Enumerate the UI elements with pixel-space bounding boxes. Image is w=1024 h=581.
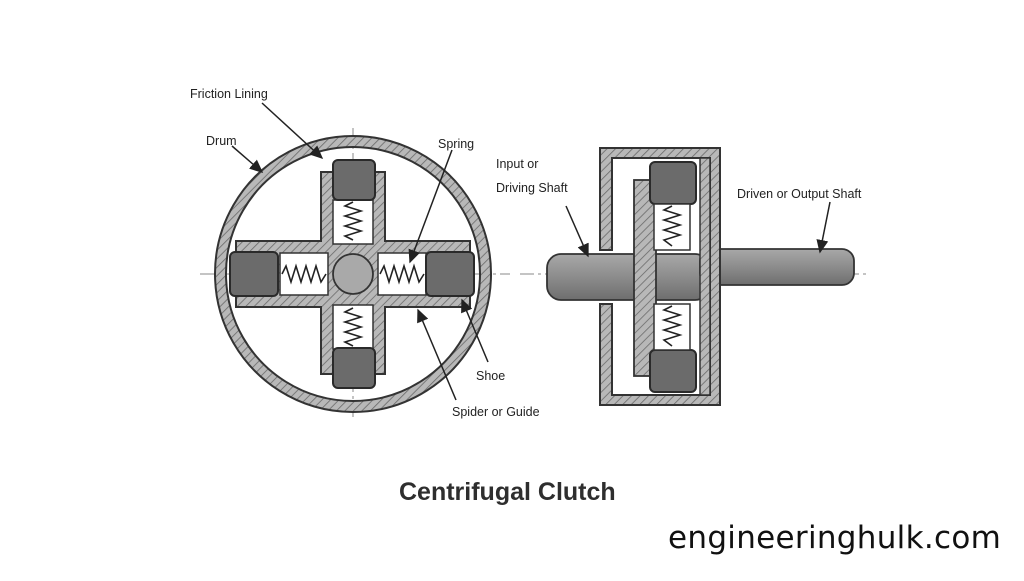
slot-top xyxy=(332,199,374,245)
shoe-side-bottom xyxy=(649,349,697,393)
leader-spider xyxy=(417,308,457,401)
shoe-side-top xyxy=(649,161,697,205)
label-friction-lining: Friction Lining xyxy=(190,87,268,101)
front-view xyxy=(200,102,510,420)
label-spider-guide: Spider or Guide xyxy=(452,405,540,419)
label-shoe: Shoe xyxy=(476,369,505,383)
shoe-left xyxy=(229,251,279,297)
shoe-right xyxy=(425,251,475,297)
input-shaft xyxy=(546,253,710,301)
spider-hub-side xyxy=(633,179,657,377)
leader-input-shaft xyxy=(565,205,589,258)
label-spring: Spring xyxy=(438,137,474,151)
spring-side-top xyxy=(661,205,683,247)
label-output-shaft: Driven or Output Shaft xyxy=(737,187,862,201)
spring-bottom xyxy=(342,307,364,347)
drum-housing xyxy=(599,147,721,406)
shoe-top xyxy=(332,159,376,201)
side-view xyxy=(520,147,870,406)
label-input-shaft-line1: Input or xyxy=(496,157,538,171)
slot-bottom xyxy=(332,304,374,350)
leader-friction-lining xyxy=(261,102,324,160)
leader-spring xyxy=(408,149,453,264)
spring-left xyxy=(281,263,327,285)
hub xyxy=(332,253,374,295)
spring-side-bottom xyxy=(661,305,683,347)
watermark-text: engineeringhulk.com xyxy=(668,520,1002,556)
diagram-title: Centrifugal Clutch xyxy=(399,478,616,506)
leader-drum xyxy=(231,145,264,173)
spring-top xyxy=(342,201,364,241)
leader-shoe xyxy=(461,298,489,363)
drum-plate xyxy=(699,157,711,396)
label-input-shaft-line2: Driving Shaft xyxy=(496,181,568,195)
leader-output-shaft xyxy=(816,201,831,254)
spring-right xyxy=(379,263,425,285)
shoe-bottom xyxy=(332,347,376,389)
output-shaft xyxy=(699,248,855,286)
label-drum: Drum xyxy=(206,134,237,148)
drum-ring xyxy=(214,135,492,413)
